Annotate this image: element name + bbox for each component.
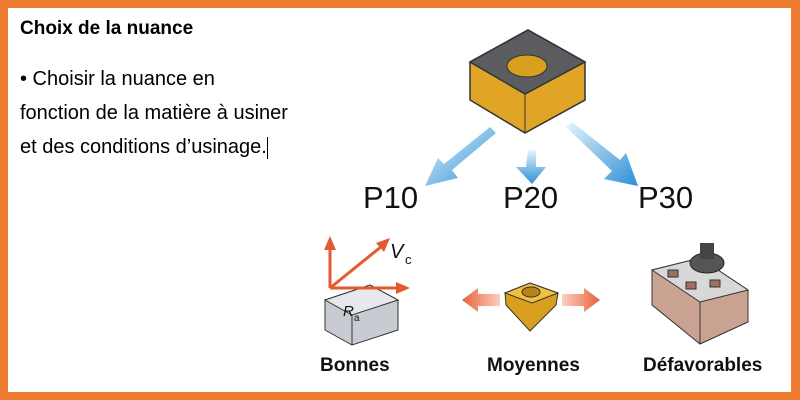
- slide-frame: Choix de la nuance • Choisir la nuance e…: [8, 8, 791, 392]
- arrow-p10-icon: [425, 127, 496, 186]
- grade-p20: P20: [503, 180, 559, 215]
- arrow-p30-icon: [566, 122, 638, 186]
- condition-bonnes: Bonnes: [320, 355, 390, 376]
- grade-p10: P10: [363, 180, 419, 215]
- surface-quality-icon: V c R a: [323, 236, 412, 346]
- condition-moyennes: Moyennes: [487, 355, 580, 376]
- svg-text:a: a: [354, 313, 360, 324]
- medium-insert-icon: [462, 282, 600, 332]
- slide-title: Choix de la nuance: [20, 18, 194, 39]
- text-cursor: [266, 136, 268, 159]
- bullet-text[interactable]: • Choisir la nuance en fonction de la ma…: [20, 68, 288, 159]
- unfavorable-workpiece-icon: [650, 243, 750, 345]
- svg-text:R: R: [343, 303, 354, 320]
- insert-icon: [468, 29, 587, 134]
- svg-text:V: V: [390, 241, 405, 263]
- arrow-p20-icon: [516, 150, 546, 184]
- condition-defavorables: Défavorables: [643, 355, 763, 376]
- grade-p30: P30: [638, 180, 694, 215]
- svg-text:c: c: [405, 252, 412, 267]
